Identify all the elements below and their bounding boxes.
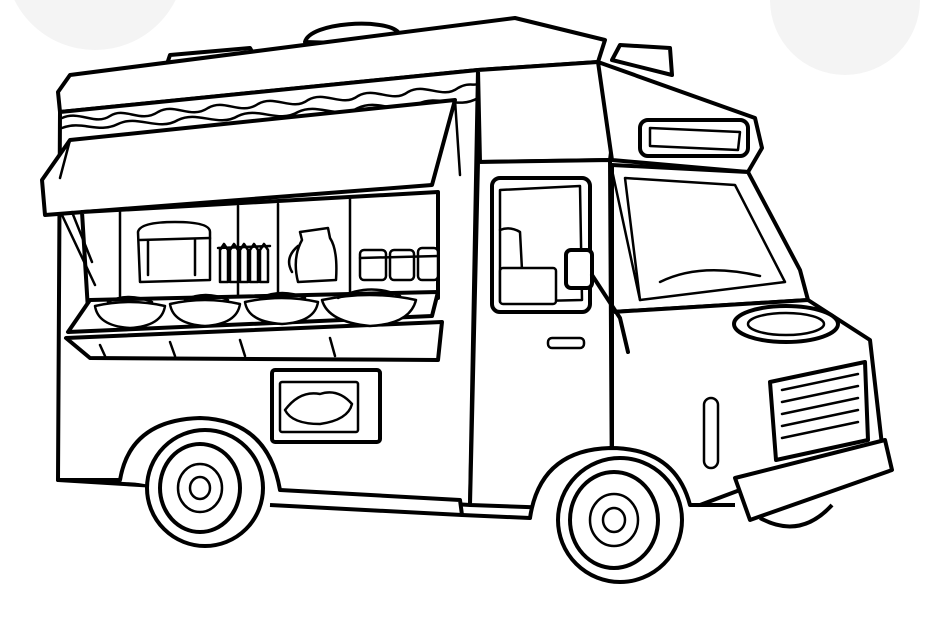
truck-cab — [468, 60, 764, 512]
awning — [40, 98, 462, 217]
far-front-wheel — [759, 503, 834, 529]
counter — [64, 288, 444, 362]
pitcher — [294, 226, 338, 284]
truck-front — [590, 163, 894, 522]
hood-emblem — [732, 304, 840, 344]
front-wheel — [556, 456, 684, 584]
bottles — [216, 242, 272, 284]
shelf-items — [136, 220, 440, 284]
background-circle-right — [770, 0, 920, 75]
door-handle — [546, 336, 586, 350]
front-bumper — [733, 438, 894, 522]
background-circle-left — [14, 0, 176, 50]
rear-wheel — [145, 428, 265, 548]
side-marker-light — [702, 396, 720, 470]
food-bowls — [93, 288, 418, 330]
side-display — [270, 368, 382, 444]
side-mirror — [564, 248, 594, 290]
jars — [358, 246, 440, 282]
